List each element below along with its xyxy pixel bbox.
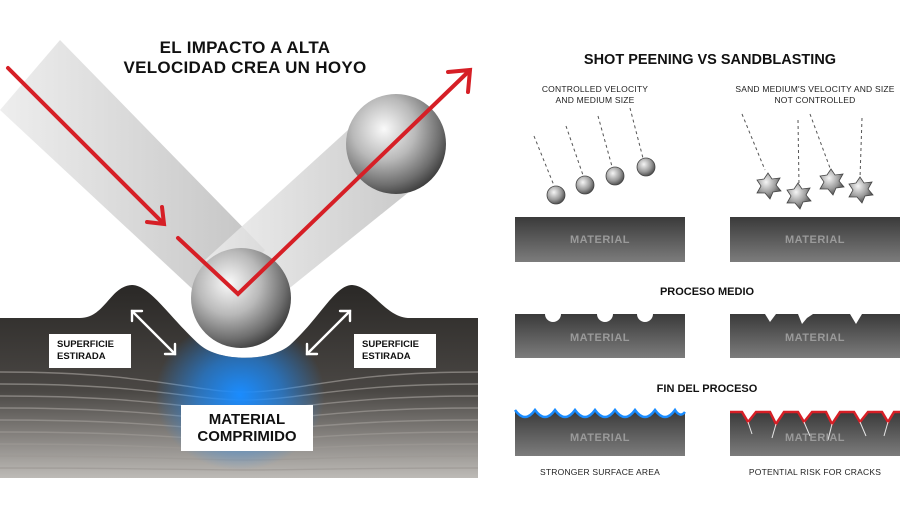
- stretched-surface-label-left: SUPERFICIE ESTIRADA: [49, 334, 131, 368]
- trajectory-arrows: [6, 66, 473, 297]
- plate-sand-initial: MATERIAL: [730, 217, 900, 262]
- crack-lines: [747, 421, 889, 441]
- stage-middle-label: PROCESO MEDIO: [659, 286, 755, 298]
- plate-sand-middle: MATERIAL: [730, 314, 900, 358]
- svg-text:MATERIAL: MATERIAL: [785, 332, 845, 344]
- svg-text:MATERIAL: MATERIAL: [570, 332, 630, 344]
- stretch-arrows: [130, 309, 352, 356]
- right-diagram: MATERIAL MATERIAL MATERIAL MATERIAL MATE…: [513, 107, 900, 456]
- stretched-surface-label-right: SUPERFICIE ESTIRADA: [354, 334, 436, 368]
- left-diagram: [0, 40, 478, 478]
- sandblasting-caption: SAND MEDIUM'S VELOCITY AND SIZE NOT CONT…: [735, 84, 895, 105]
- sand-particles: [756, 168, 874, 210]
- compressed-material-label: MATERIAL COMPRIMIDO: [181, 405, 313, 451]
- svg-text:MATERIAL: MATERIAL: [570, 432, 630, 444]
- incoming-trail: [0, 40, 265, 310]
- impact-title: EL IMPACTO A ALTA VELOCIDAD CREA UN HOYO: [123, 38, 367, 77]
- plate-shot-middle: MATERIAL: [515, 314, 685, 358]
- plate-shot-initial: MATERIAL: [515, 217, 685, 262]
- sand-trajectories: [741, 113, 863, 186]
- stage-end-label: FIN DEL PROCESO: [656, 383, 758, 395]
- svg-text:MATERIAL: MATERIAL: [785, 432, 845, 444]
- svg-text:MATERIAL: MATERIAL: [785, 234, 845, 246]
- shot-trajectories: [533, 107, 645, 189]
- shot-peening-caption: CONTROLLED VELOCITY AND MEDIUM SIZE: [541, 84, 649, 105]
- plate-sand-final: MATERIAL: [730, 410, 900, 456]
- shot-balls: [546, 157, 656, 205]
- sand-result-label: POTENTIAL RISK FOR CRACKS: [748, 467, 882, 477]
- svg-text:MATERIAL: MATERIAL: [570, 234, 630, 246]
- comparison-title: SHOT PEENING VS SANDBLASTING: [583, 52, 837, 68]
- shot-result-label: STRONGER SURFACE AREA: [540, 467, 660, 477]
- plate-shot-final: MATERIAL: [513, 407, 686, 456]
